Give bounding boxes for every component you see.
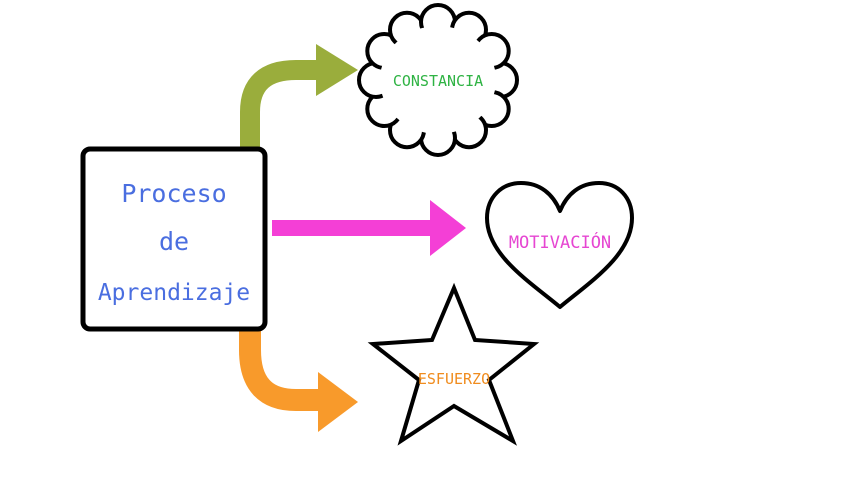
esfuerzo-label: ESFUERZO [418, 370, 490, 388]
motivacion-label: MOTIVACIÓN [509, 231, 611, 253]
constancia-label: CONSTANCIA [393, 72, 483, 90]
pink-arrow [272, 200, 466, 256]
cloud-shape [357, 3, 519, 157]
heart-shape [485, 181, 634, 309]
main-title-line-3: Aprendizaje [98, 280, 250, 306]
star-shape [367, 282, 540, 446]
orange-arrow [239, 330, 358, 432]
main-process-box [80, 146, 268, 332]
main-title-line-1: Proceso [121, 179, 226, 208]
main-title-line-2: de [159, 227, 189, 256]
green-arrow [240, 44, 358, 148]
